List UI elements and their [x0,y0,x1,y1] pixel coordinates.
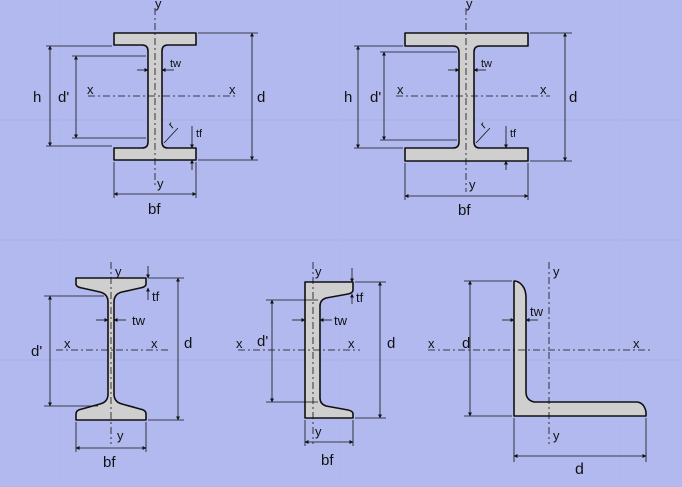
wide-flange-2-h-label: h [344,89,352,106]
wide-flange-2-tw-label: tw [481,58,492,70]
i-beam-x-right-label: x [151,336,158,351]
wide-flange-1-tf-label: tf [196,128,203,140]
section-channel [238,262,386,446]
i-beam-d-label: d [184,335,192,352]
i-beam-tw-label: tw [132,313,146,328]
channel-shape [304,281,354,419]
channel-tf-label: tf [356,290,364,305]
angle-x-left-label: x [428,336,435,351]
angle-tw-label: tw [530,304,544,319]
section-i-beam [44,262,184,452]
section-angle [428,262,652,462]
angle-d-horizontal-label: d [575,461,584,478]
channel-tw-label: tw [334,313,348,328]
channel-d-label: d [387,335,395,352]
wide-flange-2-bf-label: bf [458,202,471,219]
channel-y-bottom-label: y [315,424,322,439]
i-beam-x-left-label: x [64,336,71,351]
wide-flange-1-r-label: r [166,120,177,132]
wide-flange-2-r-label: r [478,120,489,132]
wide-flange-1-x-right-label: x [229,82,236,97]
wide-flange-2-d-label: d [569,89,577,106]
wide-flange-1-tw-label: tw [170,58,181,70]
i-beam-bf-label: bf [103,454,116,471]
wide-flange-2-y-bottom-label: y [469,177,476,192]
section-wide-flange-2 [354,8,572,200]
wide-flange-1-y-top-label: y [155,0,162,11]
angle-shape [513,280,647,417]
angle-d-vertical-label: d [462,335,470,352]
section-wide-flange-1 [46,8,258,198]
wide-flange-1-bf-label: bf [148,201,161,218]
angle-y-top-label: y [553,264,560,279]
i-beam-dprime-label: d' [31,343,42,360]
angle-y-bottom-label: y [553,428,560,443]
channel-bf-label: bf [321,452,334,469]
angle-x-right-label: x [633,336,640,351]
wide-flange-2-shape [404,32,529,162]
wide-flange-1-y-bottom-label: y [157,176,164,191]
wide-flange-2-tf-label: tf [510,128,517,140]
channel-x-left-label: x [236,336,243,351]
channel-x-right-label: x [348,336,355,351]
wide-flange-1-x-left-label: x [87,82,94,97]
i-beam-tf-label: tf [152,289,160,304]
wide-flange-1-d-label: d [257,89,265,106]
wide-flange-1-h-label: h [33,89,41,106]
wide-flange-2-x-left-label: x [397,82,404,97]
i-beam-y-top-label: y [115,264,122,279]
wide-flange-2-dprime-label: d' [370,89,381,106]
wide-flange-2-y-top-label: y [466,0,473,11]
channel-dprime-label: d' [257,333,268,350]
i-beam-y-bottom-label: y [117,428,124,443]
wide-flange-1-shape [113,32,197,161]
wide-flange-2-x-right-label: x [540,82,547,97]
wide-flange-1-dprime-label: d' [58,89,69,106]
channel-y-top-label: y [315,264,322,279]
